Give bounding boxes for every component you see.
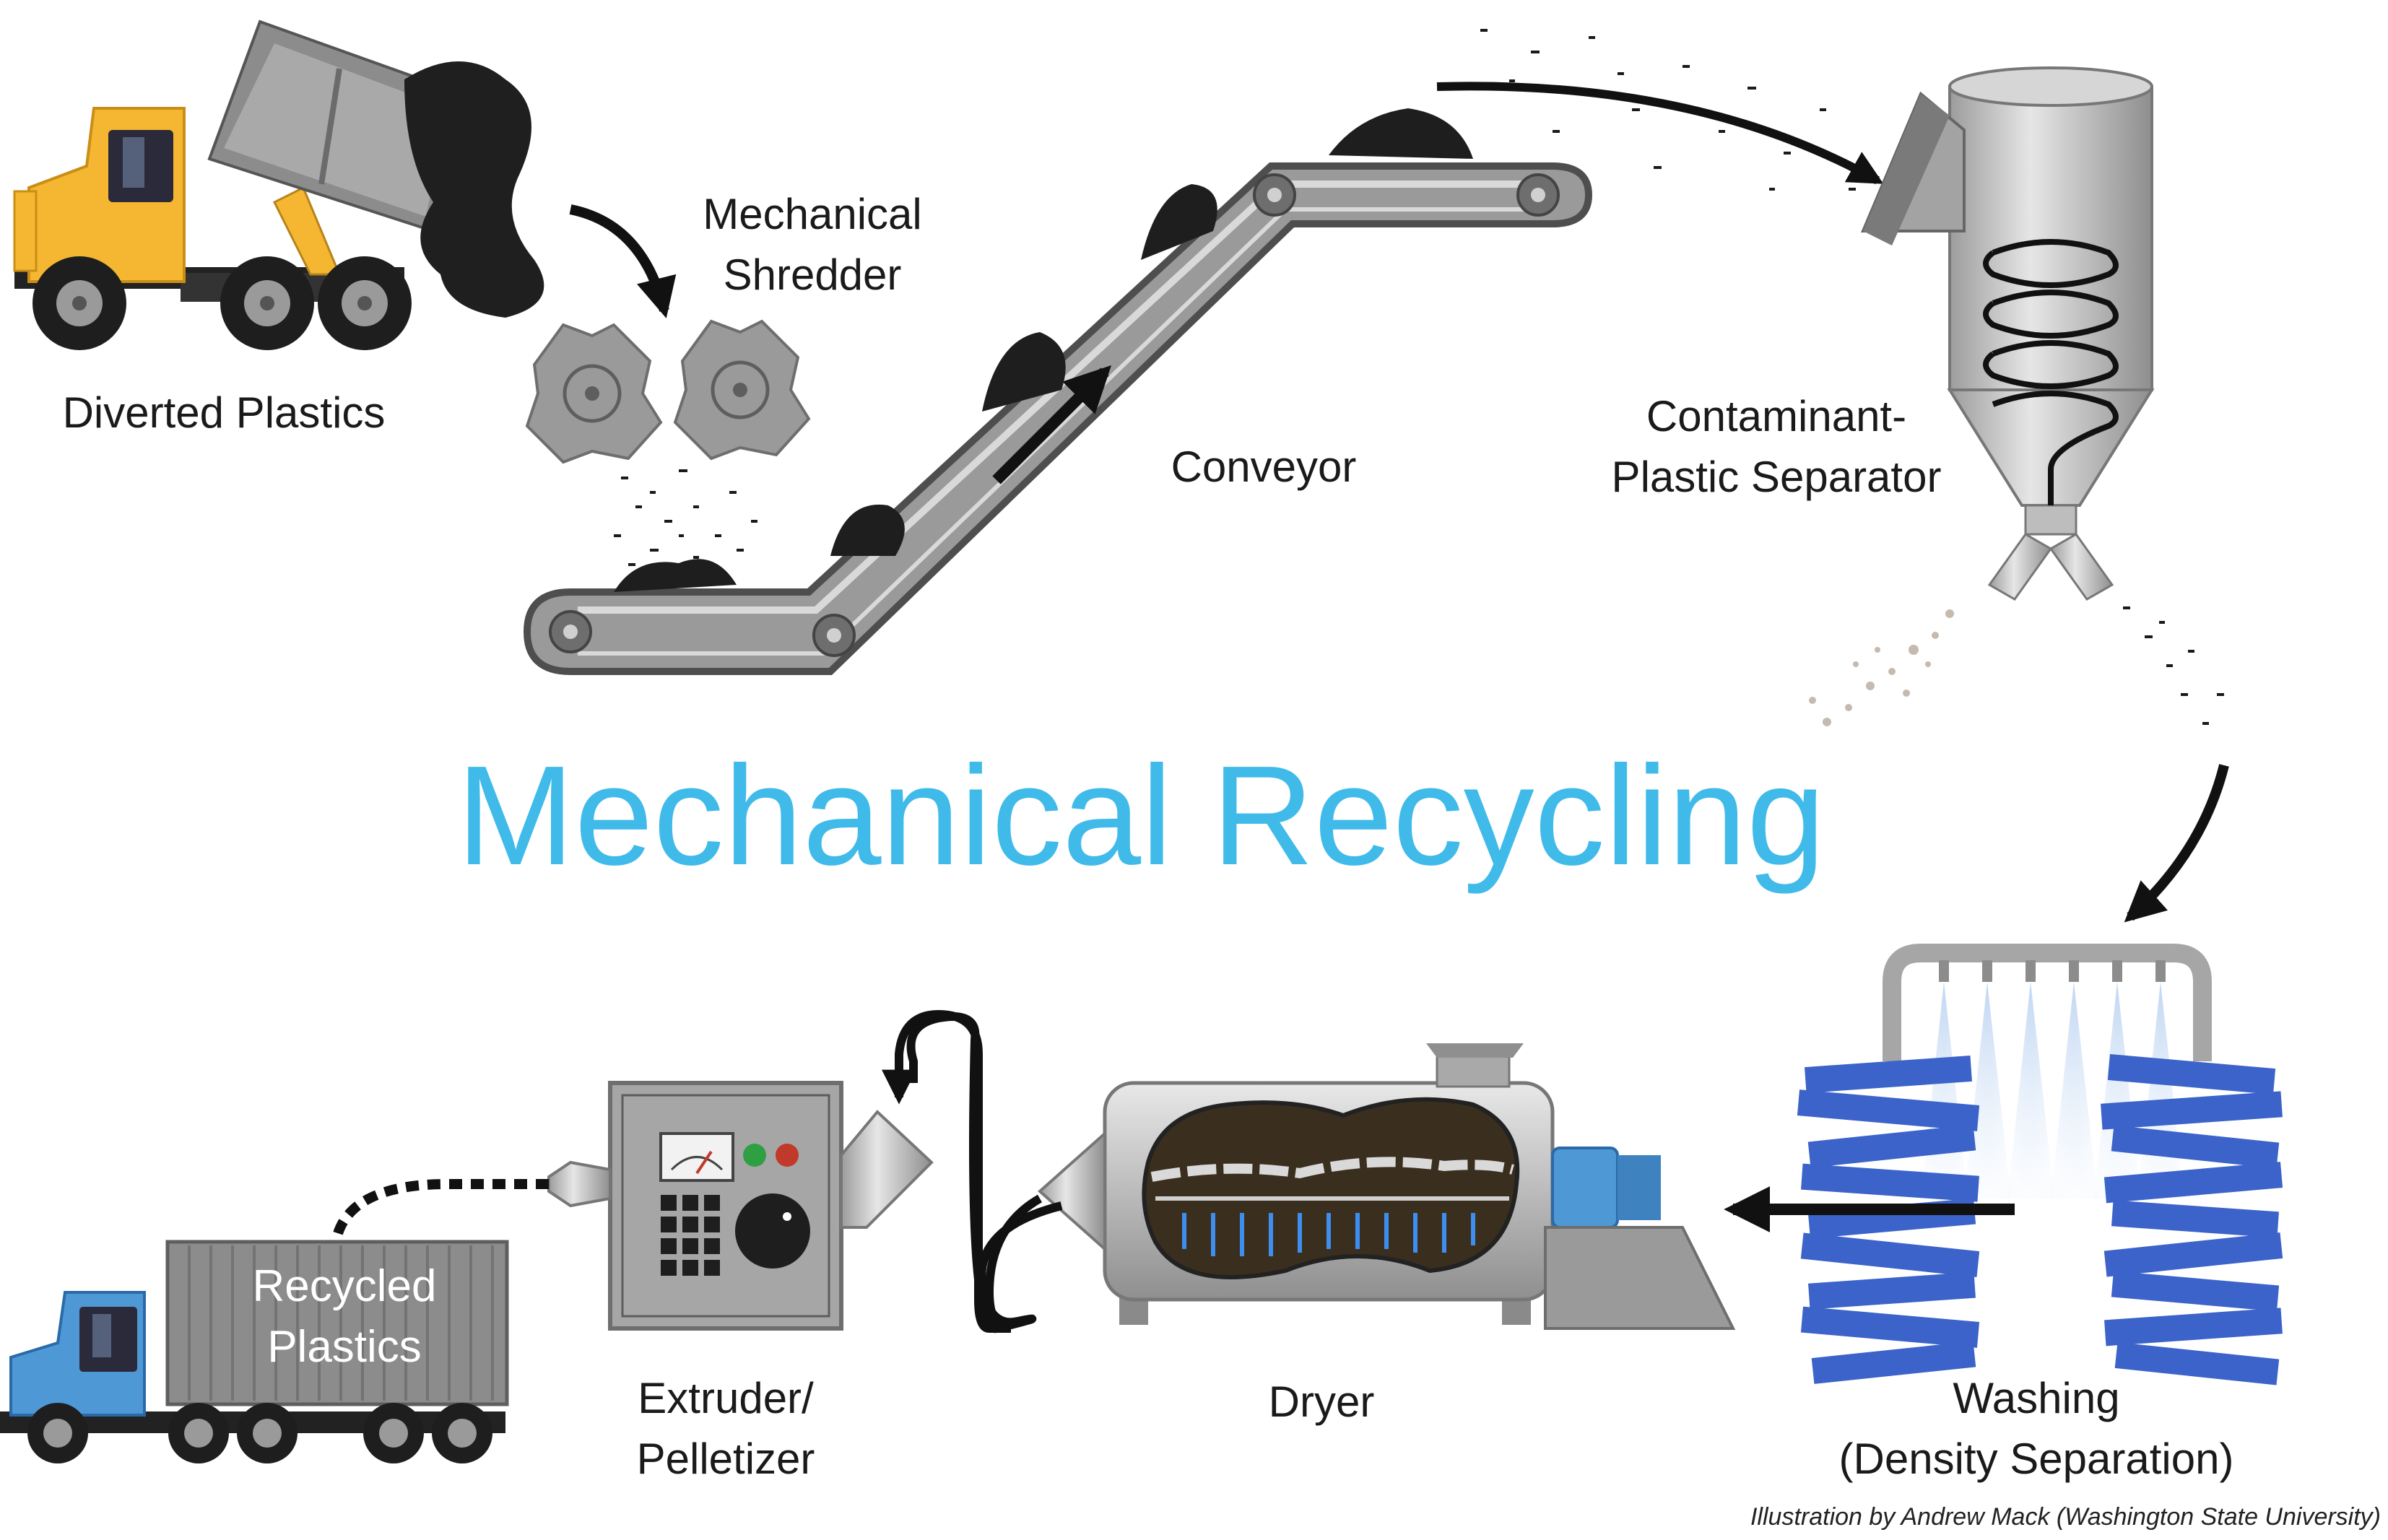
flow-arrow-2 (1436, 82, 1884, 185)
label-extruder: Extruder/ Pelletizer (570, 1368, 881, 1489)
label-line: Plastics (267, 1322, 422, 1372)
flying-flakes (1480, 29, 1856, 191)
flow-arrow-3 (2124, 764, 2229, 923)
flow-arrow-1 (569, 204, 677, 318)
pellet-stream (324, 1179, 549, 1272)
label-line: Mechanical (703, 190, 922, 238)
dump-truck-icon (13, 19, 544, 350)
label-line: Contaminant- (1646, 392, 1907, 440)
label-dryer: Dryer (1206, 1372, 1437, 1432)
label-line: Shredder (723, 251, 902, 299)
extruder-icon (547, 1081, 934, 1331)
dryer-icon (1037, 1043, 1736, 1330)
label-recycled-plastics: Recycled Plastics (175, 1256, 514, 1378)
label-line: Pelletizer (636, 1435, 815, 1483)
label-line: (Density Separation) (1838, 1435, 2234, 1483)
label-conveyor: Conveyor (1126, 437, 1401, 497)
label-line: Plastic Separator (1611, 453, 1942, 501)
label-washing: Washing (Density Separation) (1776, 1368, 2296, 1489)
label-line: Conveyor (1171, 443, 1357, 491)
illustration-credit: Illustration by Andrew Mack (Washington … (1750, 1503, 2381, 1531)
label-separator: Contaminant- Plastic Separator (1553, 386, 2000, 508)
diagram-title: Mechanical Recycling (456, 736, 1825, 895)
label-line: Washing (1953, 1374, 2120, 1422)
label-line: Recycled (252, 1261, 437, 1311)
label-shredder: Mechanical Shredder (650, 184, 975, 305)
label-line: Dryer (1268, 1378, 1375, 1426)
label-line: Diverted Plastics (62, 388, 386, 437)
separator-icon (1809, 66, 2224, 726)
washer-icon (1797, 944, 2283, 1385)
label-diverted-plastics: Diverted Plastics (22, 383, 426, 443)
shredder-icon (525, 319, 811, 566)
conveyor-icon (523, 108, 1593, 675)
cargo-truck-icon (0, 1240, 509, 1463)
label-line: Extruder/ (638, 1374, 814, 1422)
